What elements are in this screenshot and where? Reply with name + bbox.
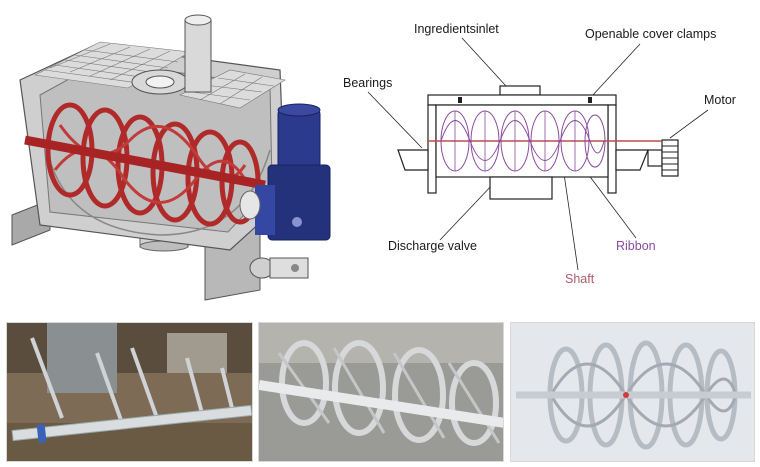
inlet-pipe [184, 19, 212, 93]
leader-ribbon [584, 169, 637, 239]
mixer-schematic: Ingredientsinlet Openable cover clamps B… [340, 0, 760, 305]
photo-stainless-ribbon [258, 322, 504, 462]
agitator-shaft [24, 135, 266, 190]
cover-clamp-left [458, 97, 462, 103]
inlet-port [499, 85, 541, 96]
lid [427, 94, 617, 106]
label-openable-cover-clamps: Openable cover clamps [585, 27, 716, 41]
photo-ribbon-shaft-workshop [6, 322, 253, 462]
discharge-valve [489, 176, 553, 200]
photo2-shaft [259, 380, 503, 428]
label-bearings: Bearings [343, 76, 392, 90]
cover-clamp-right [588, 97, 592, 103]
leader-motor [669, 109, 709, 139]
leader-discharge [439, 181, 496, 241]
photo1-shaft [11, 404, 252, 442]
photo2-ribbons [279, 340, 499, 446]
leader-shaft [561, 159, 579, 271]
drive-motor [255, 103, 331, 241]
label-motor: Motor [704, 93, 736, 107]
label-ribbon: Ribbon [616, 239, 656, 253]
photo-ribbon-render [510, 322, 755, 462]
leader-inlet [461, 37, 507, 87]
motor [661, 139, 679, 177]
mixer-3d-render [0, 0, 340, 305]
leader-clamps [591, 43, 641, 97]
bearing-housing [239, 190, 261, 220]
label-shaft: Shaft [565, 272, 595, 286]
bearing-right [615, 149, 649, 171]
bearing-left [397, 149, 429, 171]
label-ingredients-inlet: Ingredientsinlet [414, 22, 499, 36]
label-discharge-valve: Discharge valve [388, 239, 477, 253]
leader-bearings [367, 91, 423, 149]
mesh-cover [34, 41, 286, 109]
